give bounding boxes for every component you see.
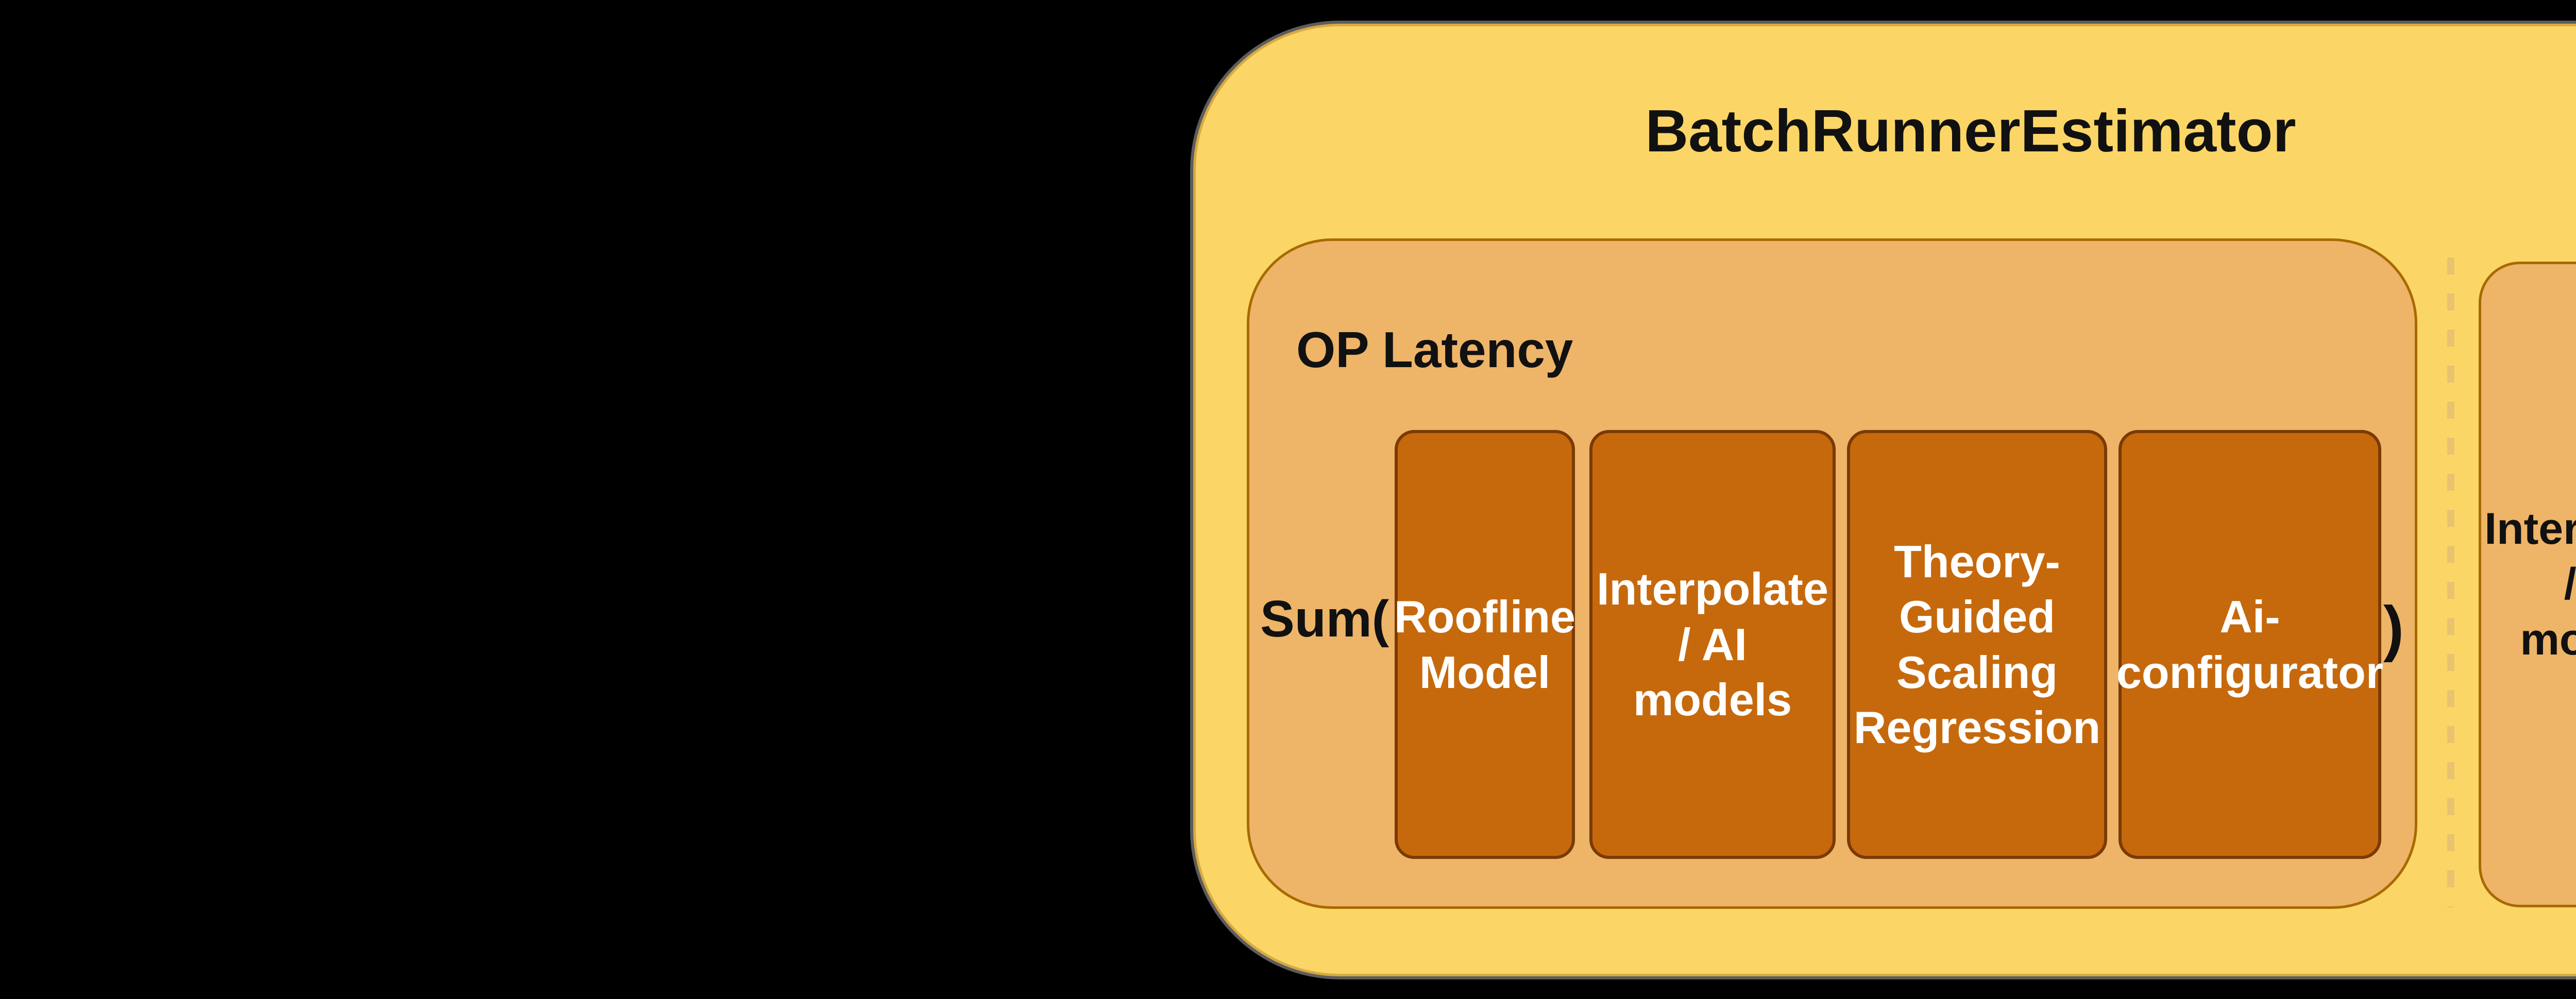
estimator-box-theory-guided-scaling-regression: Theory- Guided Scaling Regression (1847, 430, 2107, 859)
dashed-divider (2447, 257, 2454, 907)
estimator-box-ai-configurator: Ai- configurator (2116, 430, 2383, 859)
op-latency-label: OP Latency (1296, 321, 1573, 378)
estimator-box-roofline-model: Roofline Model (1394, 430, 1575, 859)
estimator-box-interpolate-ai-models: Interpolate / AI models (1589, 430, 1836, 859)
sum-close-text: ) (2383, 594, 2404, 663)
interpolate-side-box: Interpolate / AI models (2479, 262, 2576, 907)
sum-open-text: Sum( (1260, 590, 1389, 648)
estimator-title: BatchRunnerEstimator (1645, 97, 2296, 164)
